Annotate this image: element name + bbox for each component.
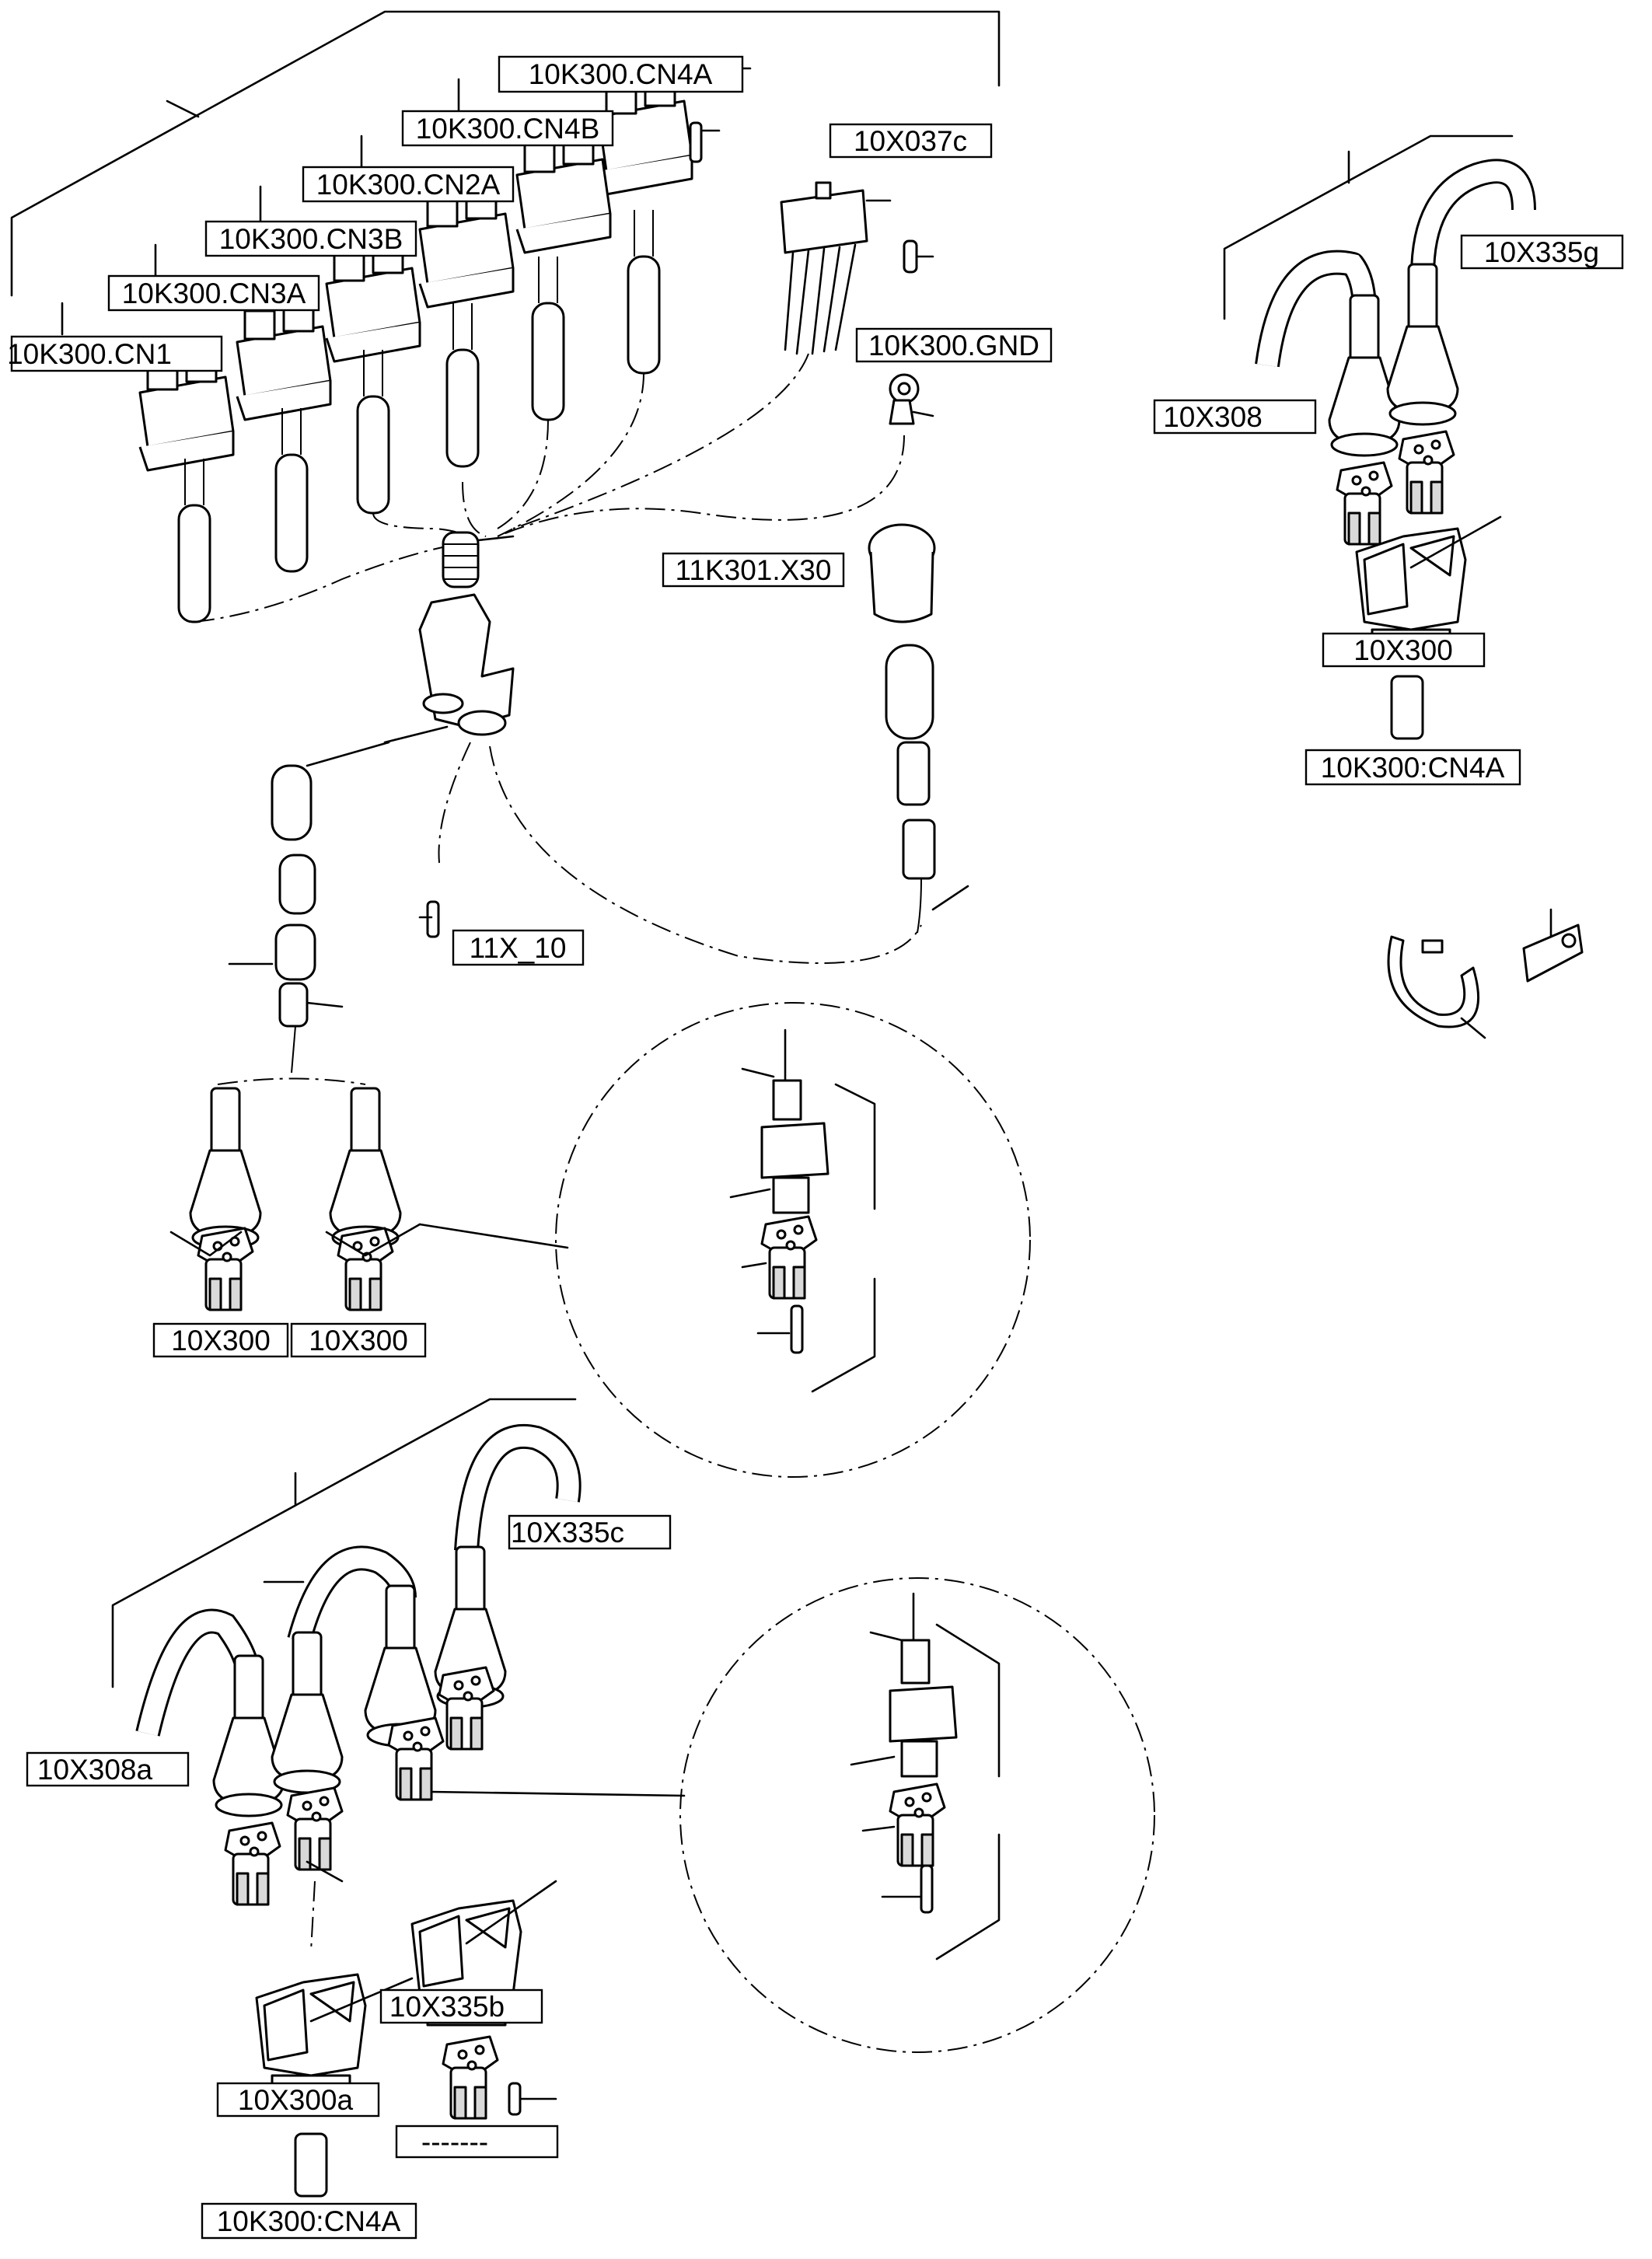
svg-text:11K301.X30: 11K301.X30 bbox=[676, 554, 832, 586]
label-x335g: 10X335g bbox=[1460, 234, 1624, 270]
label-x30: 11K301.X30 bbox=[662, 552, 845, 588]
svg-text:10K300.CN2A: 10K300.CN2A bbox=[316, 169, 501, 201]
label-x300-right: 10X300 bbox=[1322, 632, 1486, 668]
svg-text:10K300.CN3A: 10K300.CN3A bbox=[122, 278, 306, 309]
svg-text:10K300.GND: 10K300.GND bbox=[868, 330, 1039, 361]
label-x335c: 10X335c bbox=[508, 1514, 672, 1550]
label-gnd: 10K300.GND bbox=[855, 327, 1053, 363]
svg-text:10X335c: 10X335c bbox=[511, 1517, 624, 1548]
label-dashes: ------- bbox=[395, 2125, 559, 2159]
lower-harness-group bbox=[111, 1398, 686, 2198]
label-cn4a-bottom: 10K300:CN4A bbox=[201, 2202, 417, 2240]
svg-text:10X300a: 10X300a bbox=[238, 2084, 354, 2116]
svg-text:10X300: 10X300 bbox=[1353, 634, 1453, 666]
detail-circle-lower bbox=[679, 1577, 1155, 2053]
label-cn1: 10K300.CN1 bbox=[7, 335, 223, 372]
upper-harness-group bbox=[10, 10, 1001, 1311]
label-cn3b: 10K300.CN3B bbox=[204, 220, 417, 257]
label-cn4b: 10K300.CN4B bbox=[401, 110, 614, 147]
cable-tie-and-tag bbox=[1387, 908, 1584, 1039]
label-x037c: 10X037c bbox=[829, 123, 993, 159]
svg-text:10X308: 10X308 bbox=[1163, 401, 1263, 433]
right-upper-harness-group bbox=[1223, 134, 1536, 740]
svg-text:10X037c: 10X037c bbox=[854, 125, 967, 157]
detail-circle-upper bbox=[555, 1002, 1031, 1478]
label-x300-left-2: 10X300 bbox=[290, 1322, 427, 1358]
svg-text:10K300:CN4A: 10K300:CN4A bbox=[1321, 752, 1505, 784]
svg-text:10X300: 10X300 bbox=[309, 1325, 408, 1356]
label-x308a: 10X308a bbox=[26, 1751, 190, 1787]
svg-text:10X300: 10X300 bbox=[171, 1325, 271, 1356]
svg-text:10K300.CN4B: 10K300.CN4B bbox=[416, 113, 600, 145]
svg-text:-------: ------- bbox=[421, 2126, 488, 2158]
svg-text:11X_10: 11X_10 bbox=[470, 932, 567, 964]
svg-text:10K300.CN4A: 10K300.CN4A bbox=[529, 58, 713, 90]
svg-text:10K300.CN3B: 10K300.CN3B bbox=[219, 223, 403, 255]
label-x10: 11X_10 bbox=[452, 929, 585, 966]
label-x308: 10X308 bbox=[1153, 399, 1317, 435]
svg-text:10K300:CN4A: 10K300:CN4A bbox=[217, 2205, 401, 2237]
label-cn3a: 10K300.CN3A bbox=[107, 274, 320, 312]
svg-text:10X335g: 10X335g bbox=[1484, 236, 1599, 268]
svg-text:10K300.CN1: 10K300.CN1 bbox=[7, 338, 172, 370]
svg-text:10X335b: 10X335b bbox=[389, 1991, 505, 2023]
label-x300-left-1: 10X300 bbox=[152, 1322, 289, 1358]
svg-text:10X308a: 10X308a bbox=[37, 1754, 153, 1786]
label-cn2a: 10K300.CN2A bbox=[302, 166, 515, 203]
label-cn4a-right: 10K300:CN4A bbox=[1304, 749, 1521, 786]
label-cn4a: 10K300.CN4A bbox=[498, 55, 744, 93]
label-x300a: 10X300a bbox=[216, 2082, 380, 2118]
label-x335b: 10X335b bbox=[379, 1988, 543, 2024]
